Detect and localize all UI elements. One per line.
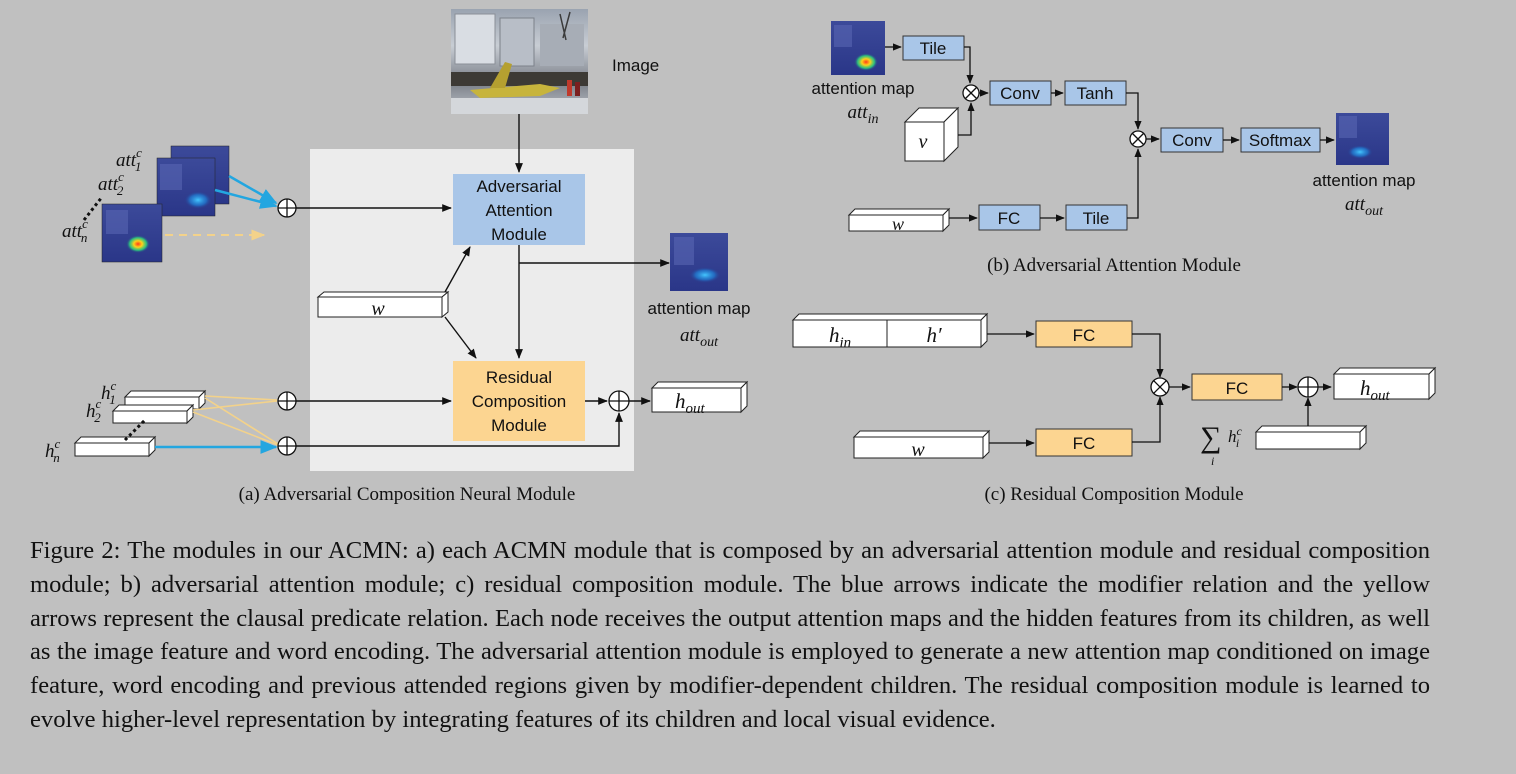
word-w-label-a: w: [371, 298, 385, 320]
tile-box-1: [902, 35, 965, 61]
yellow-arrows-h: [192, 395, 279, 446]
v-to-mul-arrow: [958, 102, 975, 136]
tanh-to-mul-arrow: [1126, 92, 1142, 130]
input-attention-maps-stack: [101, 145, 230, 263]
tile-box-2: [1065, 204, 1128, 231]
conv-label-1: Conv: [1000, 84, 1040, 103]
word-w-label-b: w: [892, 214, 904, 234]
h-out-vector-a: [650, 380, 749, 414]
residual-composition-module-box: [453, 361, 585, 441]
adversarial-attention-line3: Module: [491, 225, 547, 244]
conv-label-2: Conv: [1172, 131, 1212, 150]
h-ellipsis-dots: [123, 417, 148, 442]
h-out-vector-c: [1332, 366, 1437, 401]
h-in-label: hin: [829, 323, 851, 351]
att-in-map-label: attention map: [811, 79, 914, 98]
w-to-residual-arrow: [444, 316, 477, 359]
att-out-symbol-b: attout: [1345, 194, 1384, 219]
v-label: v: [919, 131, 928, 153]
multiply-icon-1: [962, 84, 980, 102]
att-out-map-b: [1336, 113, 1389, 165]
residual-composition-line2: Composition: [472, 392, 567, 411]
sum-children-vector: [1254, 424, 1368, 451]
word-vector-c: [852, 429, 991, 460]
fc-label-b: FC: [998, 209, 1021, 228]
blue-arrow-att2: [214, 188, 278, 209]
att-sum-plus-icon: [277, 198, 297, 218]
residual-composition-line3: Module: [491, 416, 547, 435]
att-out-symbol-a: attout: [680, 325, 719, 350]
figure-caption: Figure 2: The modules in our ACMN: a) ea…: [30, 537, 1430, 733]
residual-composition-line1: Residual: [486, 368, 552, 387]
v-feature-cube: [903, 106, 960, 163]
fc-label-c3: FC: [1226, 379, 1249, 398]
att-in-map-b: [831, 21, 885, 75]
multiply-icon-2: [1129, 130, 1147, 148]
fc-box-c1: [1035, 320, 1133, 348]
multiply-icon-c: [1150, 377, 1170, 397]
word-w-label-c: w: [911, 439, 925, 461]
conv-box-2: [1160, 127, 1224, 153]
fc-label-c2: FC: [1073, 434, 1096, 453]
fc-box-b: [978, 204, 1041, 231]
att-ellipsis-dots: [82, 196, 104, 221]
h-out-label-c: hout: [1360, 376, 1391, 404]
fc-box-c3: [1191, 373, 1283, 401]
adversarial-attention-module-box: [453, 174, 585, 245]
word-vector-a: [316, 290, 450, 319]
adversarial-attention-line2: Attention: [485, 201, 552, 220]
panel-c-caption: (c) Residual Composition Module: [984, 484, 1243, 505]
tile2-to-mul-arrow: [1127, 148, 1142, 219]
tanh-label: Tanh: [1077, 84, 1114, 103]
att-out-map-label-b: attention map: [1312, 171, 1415, 190]
panel-b-caption: (b) Adversarial Attention Module: [987, 255, 1241, 276]
h-sum-plus-icon-top: [277, 391, 297, 411]
output-plus-icon: [608, 390, 630, 412]
tile-label-1: Tile: [920, 39, 947, 58]
input-photo: [451, 9, 588, 114]
conv-box-1: [989, 80, 1052, 106]
sum-index-label: i: [1211, 454, 1214, 468]
word-vector-b: [847, 207, 951, 233]
plus-icon-c: [1297, 376, 1319, 398]
panel-a-caption: (a) Adversarial Composition Neural Modul…: [239, 484, 576, 505]
fc2-to-mul-arrow: [1132, 396, 1164, 443]
output-attention-map-a: [670, 233, 728, 291]
h-out-label-a: hout: [675, 389, 706, 417]
fc-label-c1: FC: [1073, 326, 1096, 345]
h-in-h-prime-vector: [791, 312, 989, 349]
hidden-features-stack: [73, 389, 207, 458]
attention-map-out-label-a: attention map: [647, 299, 750, 318]
skip-connection-arrow: [296, 412, 623, 447]
adversarial-attention-line1: Adversarial: [476, 177, 561, 196]
tanh-box: [1064, 80, 1127, 106]
tile-label-2: Tile: [1083, 209, 1110, 228]
tile-to-mul-arrow: [964, 46, 974, 84]
sum-symbol: ∑: [1200, 421, 1221, 454]
w-to-attention-arrow: [444, 246, 471, 293]
fc1-to-mul-arrow: [1132, 333, 1164, 378]
h-sum-plus-icon-bottom: [277, 436, 297, 456]
image-label: Image: [612, 56, 659, 75]
figure-diagram: Image Adversarial Attention Module Resid…: [45, 9, 1437, 505]
att-in-symbol: attin: [848, 102, 879, 127]
h-prime-label: h′: [926, 323, 942, 347]
softmax-label: Softmax: [1249, 131, 1312, 150]
